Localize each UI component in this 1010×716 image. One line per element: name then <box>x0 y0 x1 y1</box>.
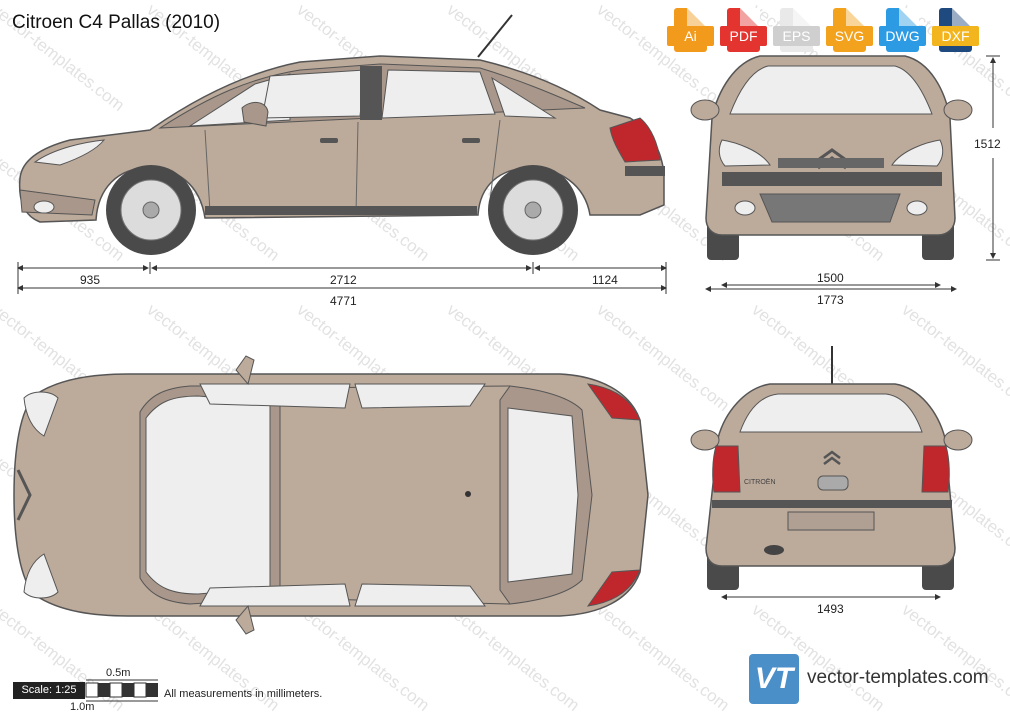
format-svg-label: SVG <box>826 26 873 46</box>
measurement-note: All measurements in millimeters. <box>164 688 323 700</box>
scale-full-label: 1.0m <box>70 701 95 713</box>
dim-front-overhang: 935 <box>80 273 101 287</box>
dim-rear-track: 1493 <box>817 602 844 616</box>
rear-view: CITROËN <box>690 346 973 600</box>
dim-length: 4771 <box>330 294 357 308</box>
page-title: Citroen C4 Pallas (2010) <box>12 12 221 33</box>
dim-wheelbase: 2712 <box>330 273 357 287</box>
format-pdf-label: PDF <box>720 26 767 46</box>
dim-height: 1512 <box>974 137 1001 151</box>
format-dwg-button[interactable]: DWG <box>879 8 926 52</box>
dim-front-track: 1500 <box>817 271 844 285</box>
scale-label: Scale: 1:25 <box>13 682 85 699</box>
scale-bar <box>85 679 158 702</box>
format-ai-button[interactable]: Ai <box>667 8 714 52</box>
format-dxf-label: DXF <box>932 26 979 46</box>
format-pdf-button[interactable]: PDF <box>720 8 767 52</box>
format-eps-label: EPS <box>773 26 820 46</box>
format-svg-button[interactable]: SVG <box>826 8 873 52</box>
format-dwg-label: DWG <box>879 26 926 46</box>
dim-width: 1773 <box>817 293 844 307</box>
side-view <box>17 14 667 294</box>
dim-rear-overhang: 1124 <box>592 273 618 287</box>
format-eps-button[interactable]: EPS <box>773 8 820 52</box>
site-link[interactable]: vector-templates.com <box>807 667 989 688</box>
format-dxf-button[interactable]: DXF <box>932 8 979 52</box>
scale-half-label: 0.5m <box>106 667 131 679</box>
brand-logo-icon[interactable]: VT <box>749 654 799 704</box>
top-view <box>13 355 649 635</box>
front-view <box>690 55 1000 292</box>
format-ai-label: Ai <box>667 26 714 46</box>
format-buttons: Ai PDF EPS SVG DWG DXF <box>667 8 979 52</box>
rear-badge-text: CITROËN <box>744 478 776 486</box>
